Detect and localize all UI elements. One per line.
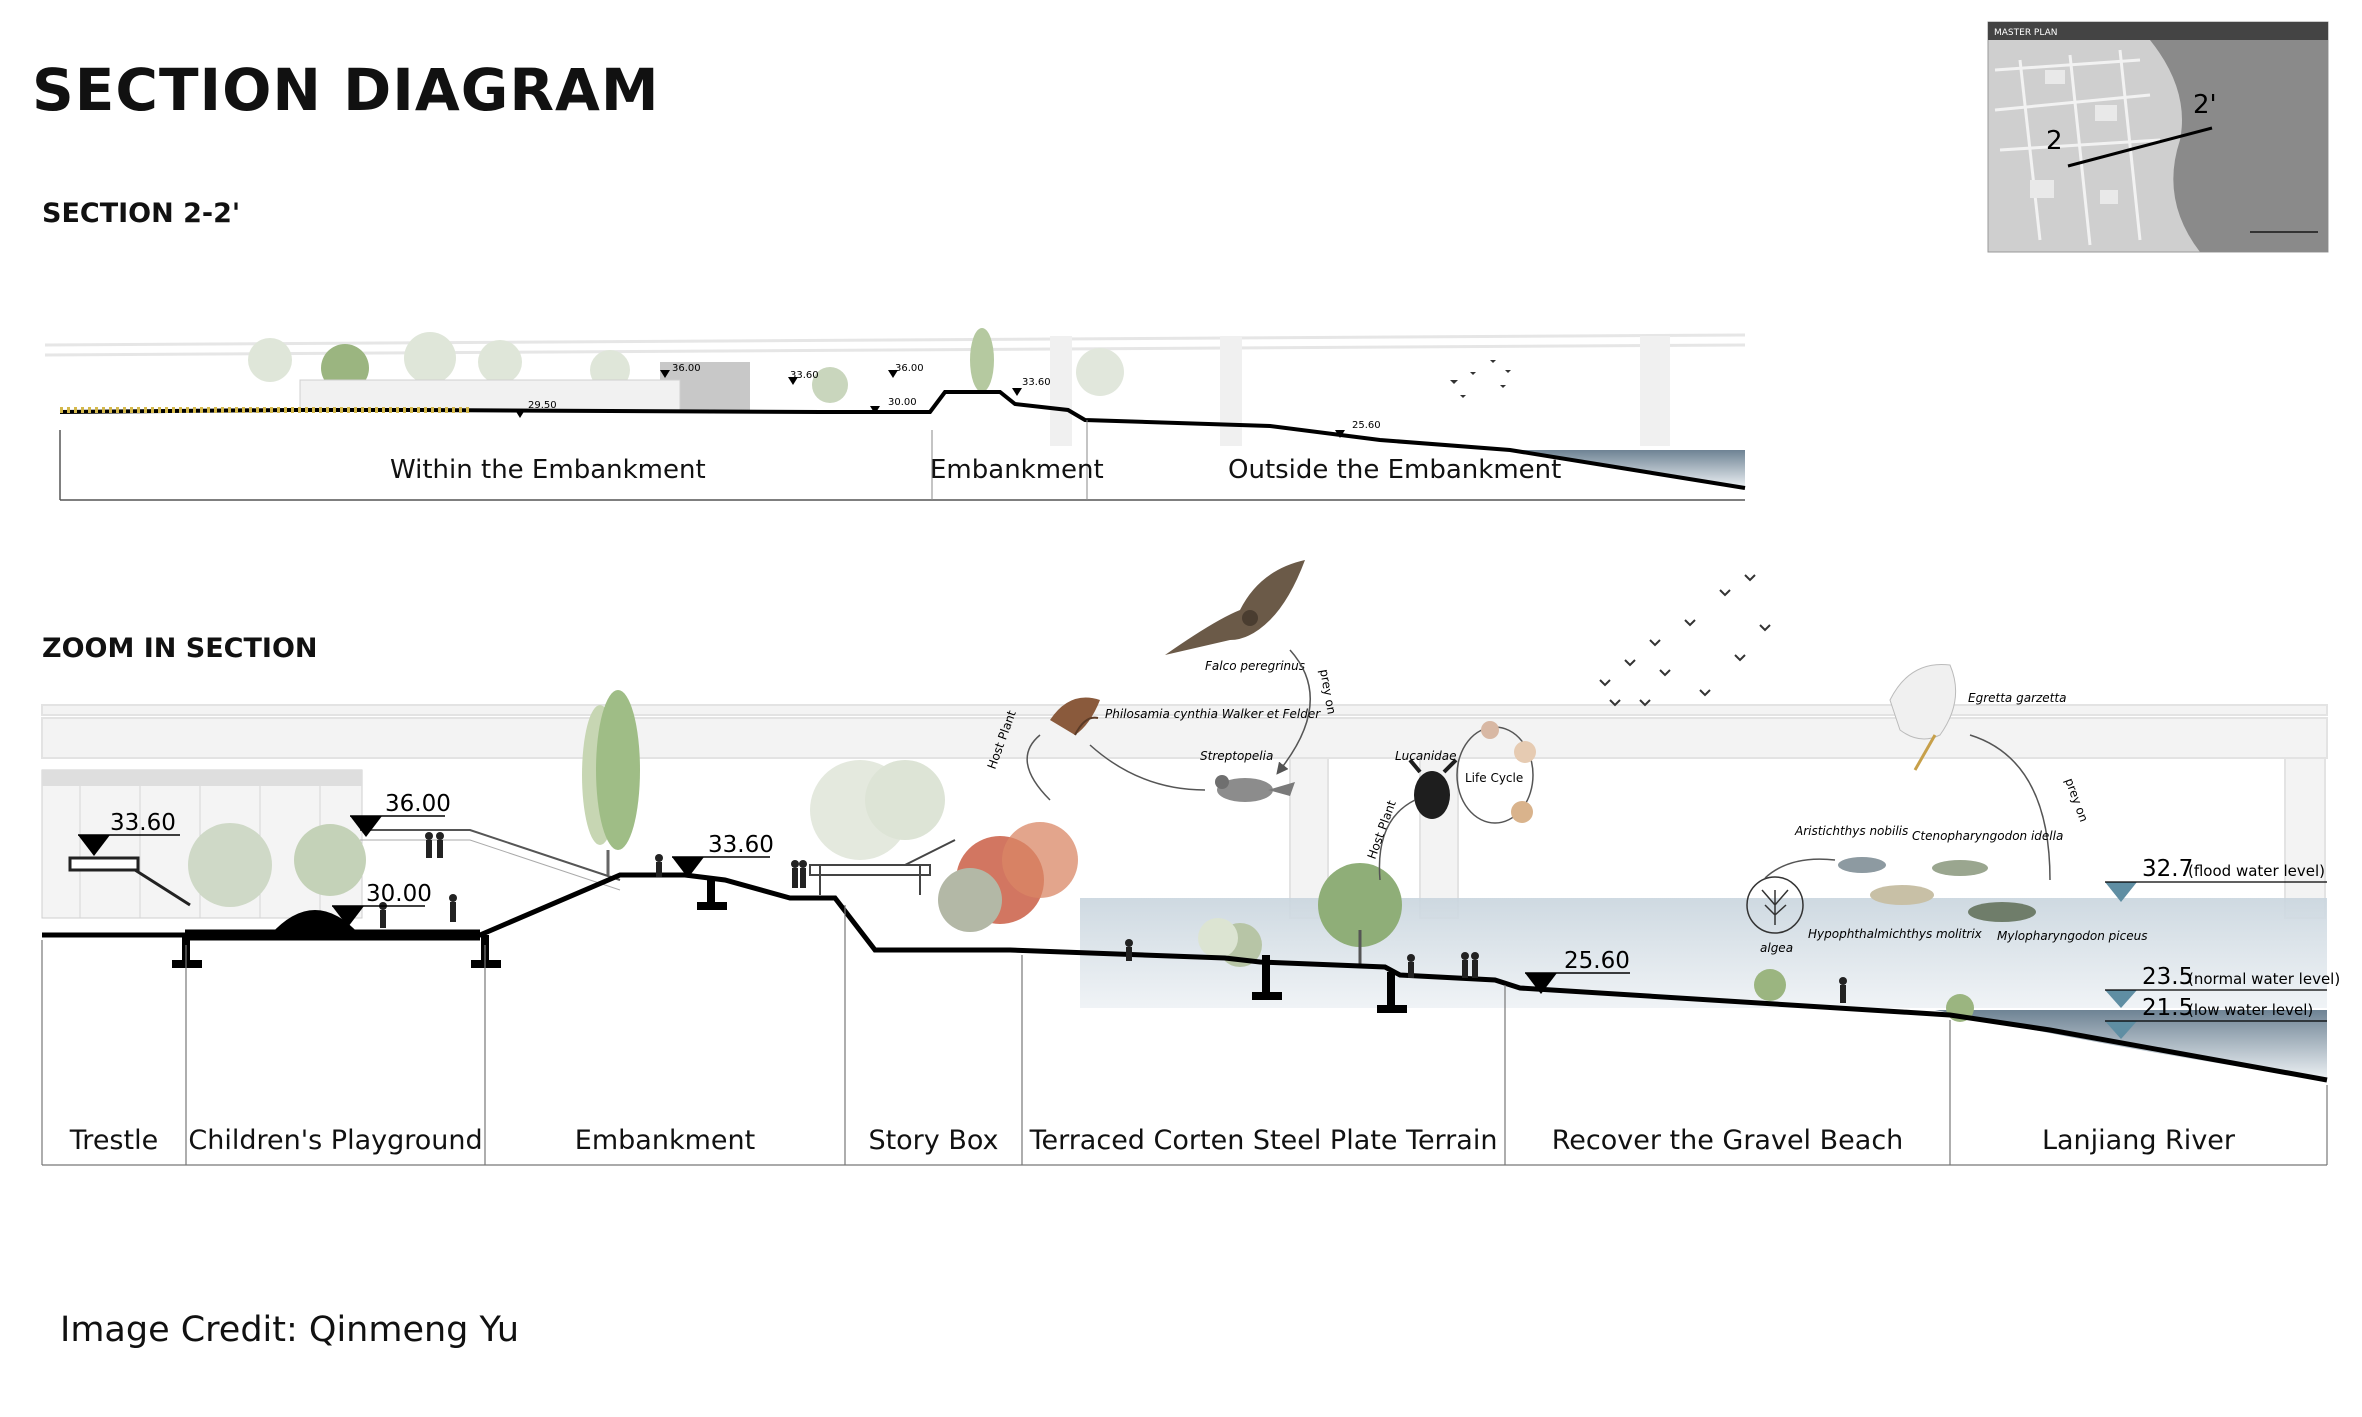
zone-story-box: Story Box (868, 1125, 999, 1156)
label-egret: Egretta garzetta (1968, 691, 2066, 705)
elev-playground-upper: 36.00 (385, 791, 451, 817)
zone-embankment: Embankment (574, 1125, 756, 1156)
flood-level-value: 32.7 (2142, 856, 2193, 882)
zone-corten-terrain: Terraced Corten Steel Plate Terrain (1029, 1125, 1498, 1156)
overview-elev-4: 30.00 (888, 397, 917, 408)
zoom-vegetation (188, 690, 1974, 1022)
overview-elev-5: 29.50 (528, 400, 557, 411)
zoom-elevations: 33.60 36.00 30.00 33.60 25.60 (78, 791, 1630, 994)
overview-section: 36.00 33.60 36.00 30.00 29.50 33.60 25.6… (44, 328, 1746, 501)
overview-birds (1450, 360, 1511, 398)
overview-elev-7: 25.60 (1352, 420, 1381, 431)
overview-zone-outside: Outside the Embankment (1228, 455, 1562, 485)
low-level-note: (low water level) (2188, 1001, 2313, 1019)
flood-level-note: (flood water level) (2188, 862, 2325, 880)
page-title: SECTION DIAGRAM (32, 56, 660, 124)
label-dove: Streptopelia (1200, 749, 1273, 763)
section-cut-line (2067, 126, 2213, 168)
zone-trestle: Trestle (69, 1125, 159, 1156)
algea-icon (1746, 876, 1804, 934)
overview-elev-2: 33.60 (790, 370, 819, 381)
dove-icon (1215, 775, 1295, 802)
key-map-marker-start: 2 (2046, 126, 2063, 156)
label-algea: algea (1760, 941, 1793, 955)
label-aristichthys: Aristichthys nobilis (1794, 824, 1908, 838)
elev-embankment: 33.60 (708, 832, 774, 858)
overview-trees (248, 328, 1124, 403)
elev-trestle: 33.60 (110, 810, 176, 836)
falcon-icon (1165, 560, 1305, 655)
zone-frame (41, 905, 2328, 1166)
key-map-marker-end: 2' (2193, 90, 2217, 120)
low-level-value: 21.5 (2142, 995, 2193, 1021)
rel-beetle-host: Host Plant (1365, 798, 1399, 861)
elev-playground-lower: 30.00 (366, 881, 432, 907)
overview-zone-embankment: Embankment (930, 455, 1104, 485)
zone-lanjiang-river: Lanjiang River (2041, 1125, 2236, 1156)
label-mylopharyngodon: Mylopharyngodon piceus (1997, 929, 2147, 943)
label-moth: Philosamia cynthia Walker et Felder (1105, 707, 1321, 721)
zone-playground: Children's Playground (188, 1125, 483, 1156)
fish-icons (1838, 857, 2036, 922)
overview-elev-3: 36.00 (895, 363, 924, 374)
normal-level-note: (normal water level) (2188, 970, 2340, 988)
egret-icon (1889, 663, 1957, 771)
bird-flock-icon (1599, 574, 1771, 707)
overview-ground-line (59, 390, 1746, 490)
zoom-section-title: ZOOM IN SECTION (42, 633, 318, 664)
moth-icon (1050, 697, 1100, 736)
water-levels: 32.7 (flood water level) 23.5 (normal wa… (2105, 856, 2340, 1039)
story-box (809, 839, 956, 895)
overview-elev-1: 36.00 (672, 363, 701, 374)
zoom-section: 33.60 36.00 30.00 33.60 25.60 32.7 (floo… (41, 560, 2340, 1166)
label-falco: Falco peregrinus (1205, 659, 1305, 673)
label-life-cycle: Life Cycle (1465, 771, 1523, 785)
key-map: MASTER PLAN 2 2' (1987, 21, 2329, 253)
rel-egret-prey: prey on (2062, 776, 2091, 824)
key-map-label: MASTER PLAN (1994, 28, 2057, 38)
overview-zone-within: Within the Embankment (390, 455, 706, 485)
zone-gravel-beach: Recover the Gravel Beach (1551, 1125, 1904, 1156)
label-lucanidae: Lucanidae (1395, 749, 1457, 763)
section-title: SECTION 2-2' (42, 198, 241, 229)
overview-elev-6: 33.60 (1022, 377, 1051, 388)
zoom-ground-line (42, 872, 2328, 1083)
elev-beach: 25.60 (1564, 948, 1630, 974)
beetle-icon (1408, 758, 1458, 819)
image-credit: Image Credit: Qinmeng Yu (60, 1310, 520, 1350)
overview-elevations: 36.00 33.60 36.00 30.00 29.50 33.60 25.6… (515, 363, 1381, 438)
label-ctenopharyngodon: Ctenopharyngodon idella (1912, 829, 2063, 843)
label-hypophthalmichthys: Hypophthalmichthys molitrix (1808, 927, 1983, 941)
normal-level-value: 23.5 (2142, 964, 2193, 990)
